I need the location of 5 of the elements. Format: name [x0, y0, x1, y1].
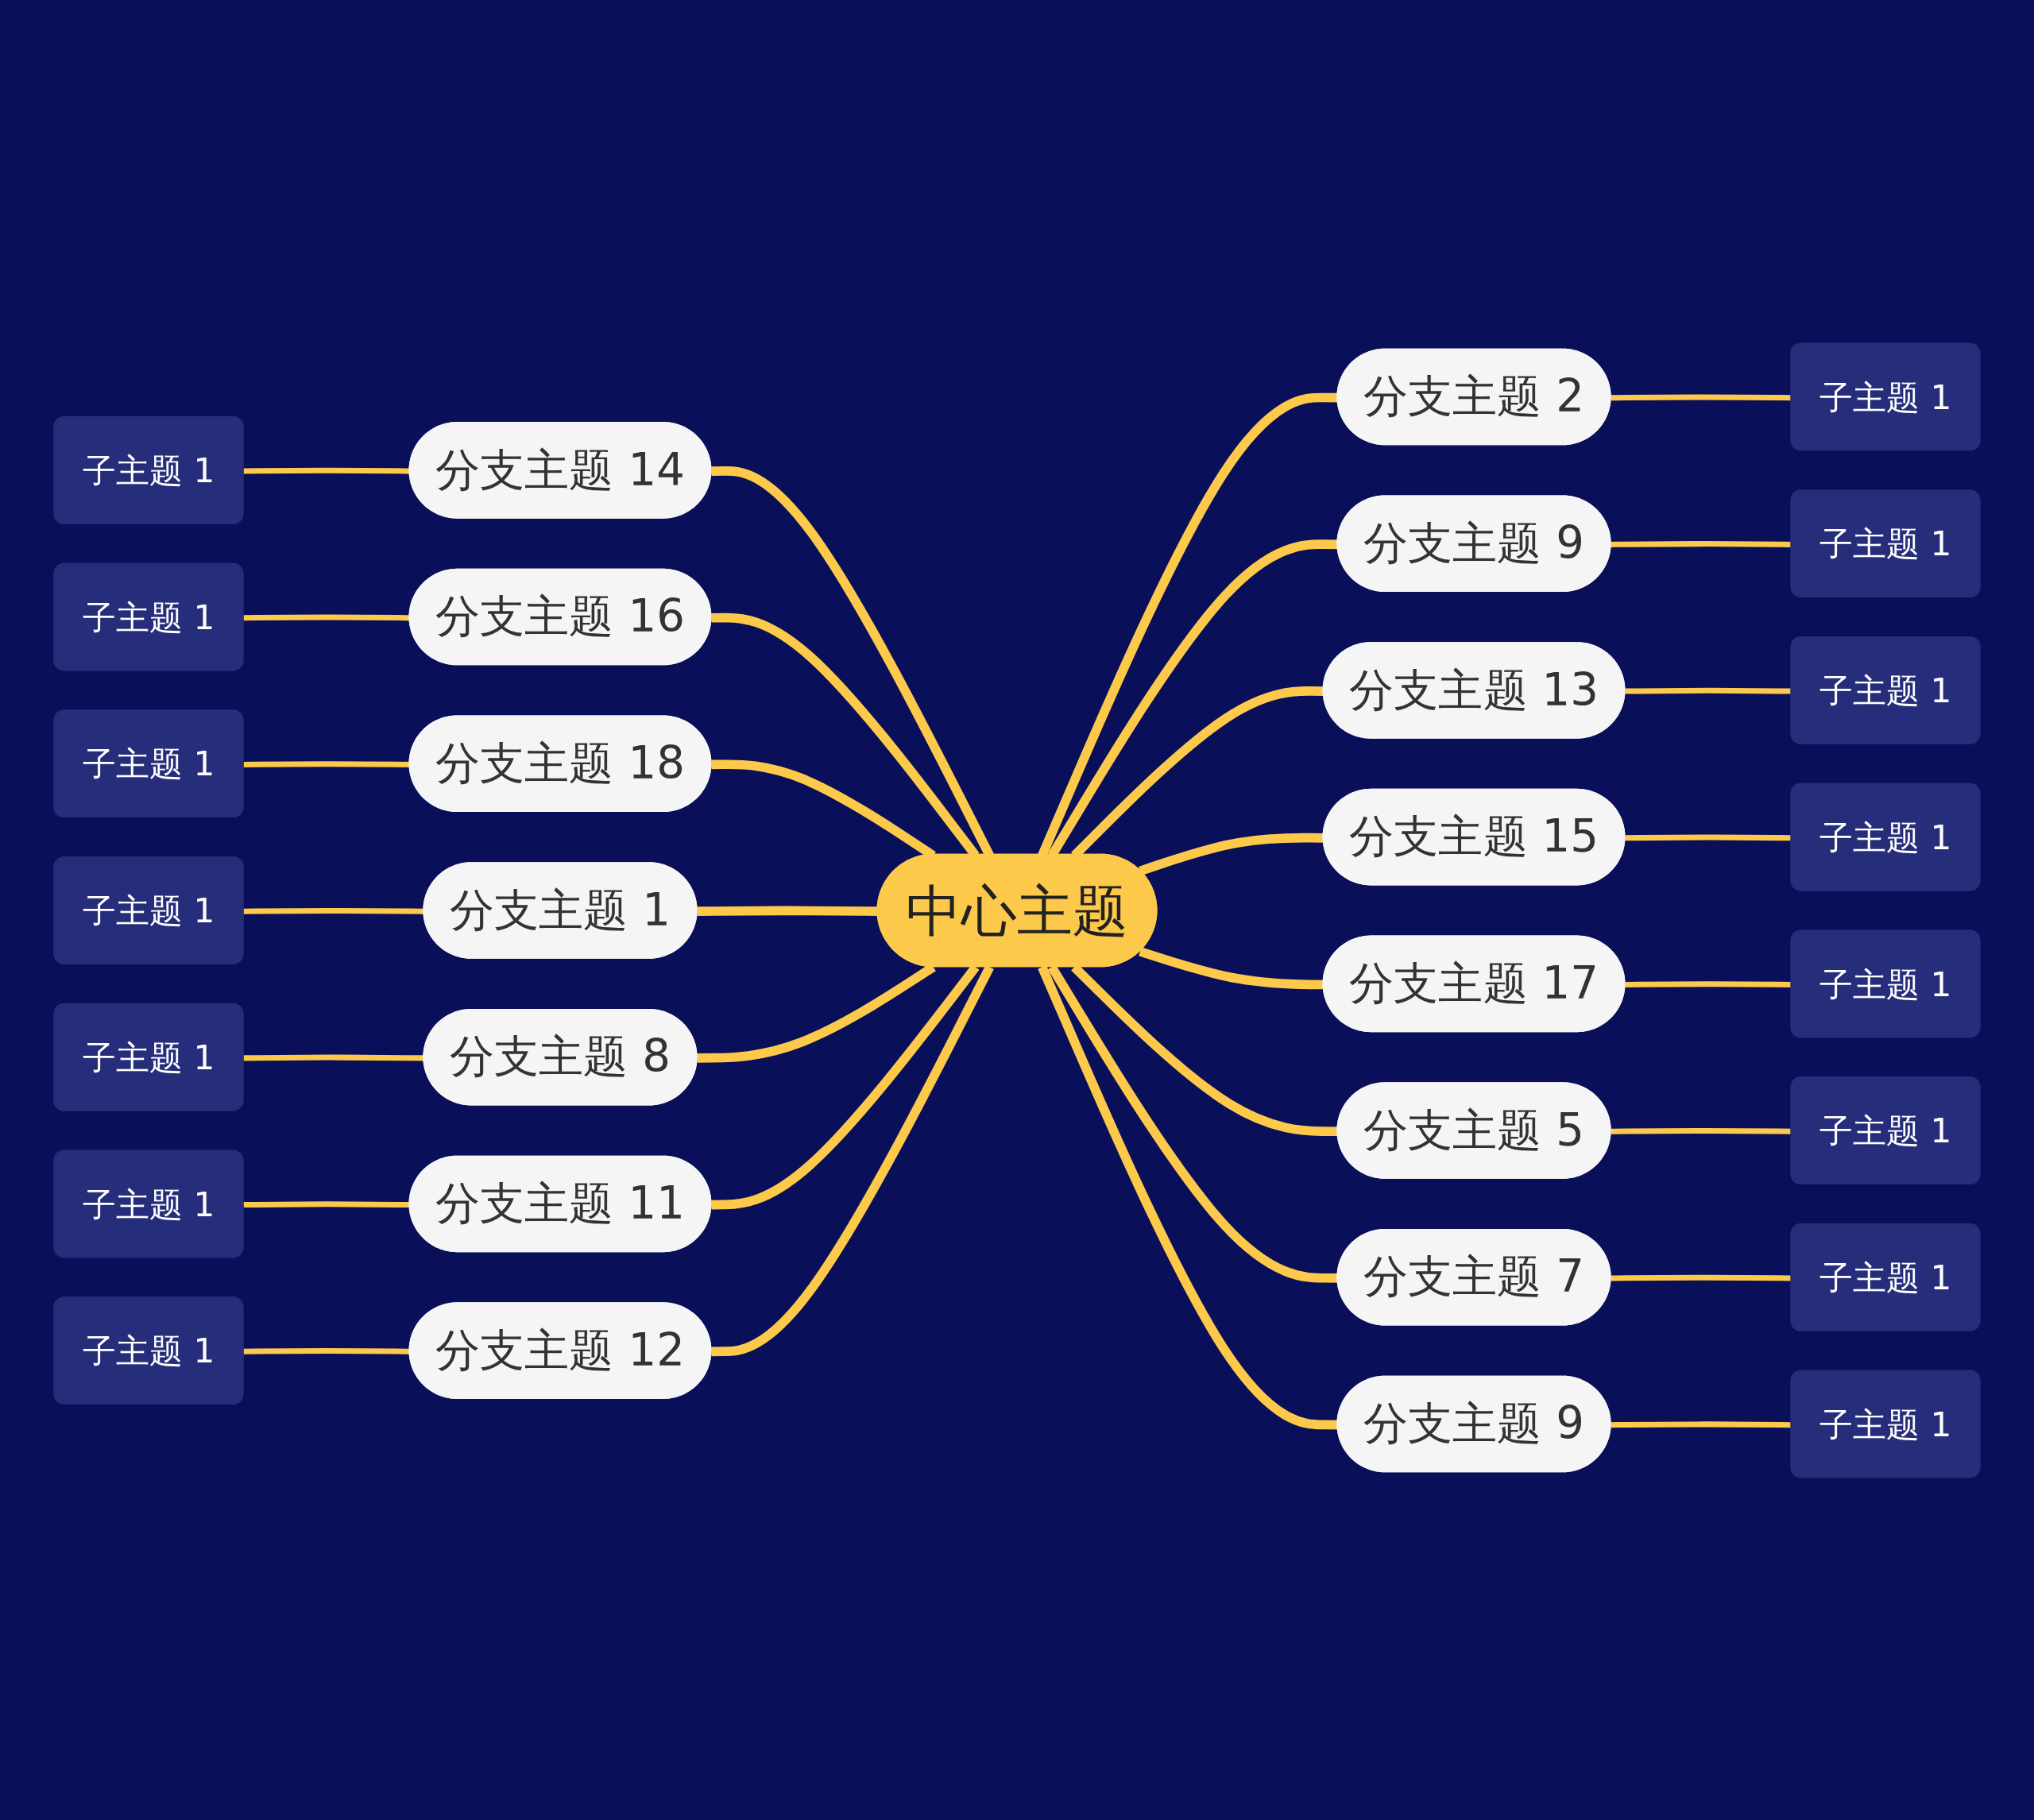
connector: [243, 613, 411, 620]
connector: [1139, 946, 1324, 989]
connector: [697, 906, 879, 916]
connector: [1139, 833, 1324, 875]
connector: [243, 467, 411, 474]
